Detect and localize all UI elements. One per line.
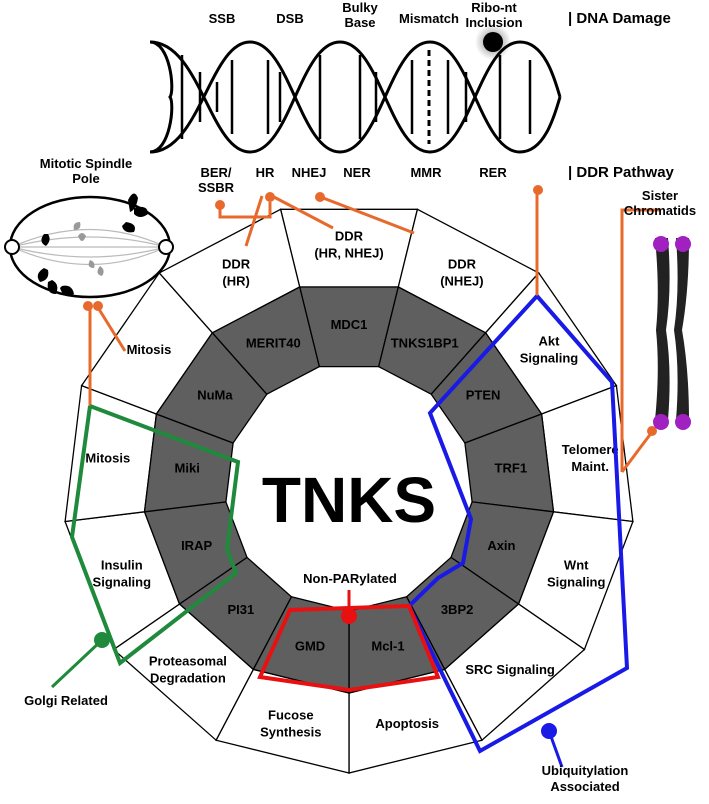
dna-rungs	[180, 55, 532, 139]
damage-label-ssb: SSB	[209, 11, 236, 26]
damage-label-dsb: DSB	[276, 11, 303, 26]
outer-ring-label-ddr-12: (HR)	[222, 273, 249, 288]
inner-ring-label-mcl-1: Mcl-1	[371, 638, 404, 653]
damage-label-bulky-2: Base	[344, 15, 375, 30]
outer-ring-label-akt-2: Akt	[539, 334, 561, 349]
pathway-label-mmr: MMR	[410, 165, 442, 180]
pathway-label-hr: HR	[256, 165, 275, 180]
inner-ring-label-pten: PTEN	[466, 387, 501, 402]
ddr-pathway-title: | DDR Pathway	[568, 164, 675, 181]
outer-ring-label-wnt-4: Wnt	[564, 558, 589, 573]
inner-ring-label-numa: NuMa	[197, 387, 233, 402]
outer-ring-label-ddr-1: (NHEJ)	[440, 273, 483, 288]
center-label: TNKS	[262, 464, 436, 536]
outer-ring-label-mitosis-11: Mitosis	[127, 342, 172, 357]
outer-ring-label-proteasomal-8: Proteasomal	[149, 653, 227, 668]
inner-ring-label-merit40: MERIT40	[246, 336, 301, 351]
inner-ring-label-mdc1: MDC1	[331, 317, 368, 332]
connector-dots	[83, 185, 657, 436]
dna-damage-title: | DNA Damage	[568, 10, 671, 27]
non-parylated-label: Non-PARylated	[303, 571, 397, 586]
outer-ring-label-ddr-0: DDR	[335, 229, 364, 244]
outer-ring-label-wnt-4: Signaling	[547, 575, 606, 590]
inner-ring-label-pi31: PI31	[228, 602, 255, 617]
outer-ring-label-fucose-7: Synthesis	[260, 724, 321, 739]
outer-ring-label-mitosis-10: Mitosis	[85, 451, 130, 466]
ubiquitylation-outline	[406, 294, 630, 754]
pathway-label-ber-2: SSBR	[198, 180, 235, 195]
outer-ring-label-ddr-0: (HR, NHEJ)	[314, 246, 383, 261]
outer-ring-label-akt-2: Signaling	[520, 351, 579, 366]
pathway-label-rer: RER	[479, 165, 507, 180]
inner-ring-label-irap: IRAP	[181, 538, 212, 553]
golgi-pointer	[50, 638, 104, 689]
outer-ring-label-insulin-9: Signaling	[93, 575, 152, 590]
sister-chromatids-illustration: Sister Chromatids	[624, 188, 696, 430]
inner-ring-label-3bp2: 3BP2	[441, 602, 474, 617]
non-parylated-dot	[341, 608, 357, 624]
outer-ring-label-apoptosis-6: Apoptosis	[375, 716, 439, 731]
ubiquitylation-dot	[541, 723, 557, 739]
ddr-connectors	[88, 192, 660, 473]
damage-label-bulky-1: Bulky	[342, 0, 378, 15]
golgi-outline	[69, 404, 241, 667]
ubiquitylation-label-1: Ubiquitylation	[542, 763, 629, 778]
outer-ring-label-telomere-3: Maint.	[571, 459, 609, 474]
mitotic-spindle-label-1: Mitotic Spindle	[40, 156, 132, 171]
pathway-label-ner: NER	[343, 165, 371, 180]
inner-ring-label-miki: Miki	[175, 460, 200, 475]
outer-ring: DDR(HR, NHEJ)DDR(NHEJ)AktSignalingTelome…	[64, 208, 634, 774]
outer-ring-label-ddr-12: DDR	[222, 256, 251, 271]
outer-ring-label-src-signaling-5: SRC Signaling	[465, 662, 555, 677]
non-parylated-outline	[257, 603, 441, 693]
outer-ring-label-telomere-3: Telomere	[562, 442, 619, 457]
mitotic-spindle-illustration: Mitotic Spindle Pole	[4, 156, 174, 299]
ribo-nt-dot	[483, 32, 503, 52]
golgi-related-label: Golgi Related	[24, 693, 108, 708]
ddr-pathway-labels: BER/ SSBR HR NHEJ NER MMR RER | DDR Path…	[198, 164, 675, 195]
dna-helix	[149, 40, 562, 154]
golgi-dot	[94, 632, 110, 648]
inner-ring-label-axin: Axin	[487, 538, 515, 553]
inner-ring-label-gmd: GMD	[295, 638, 325, 653]
outer-ring-label-proteasomal-8: Degradation	[150, 670, 226, 685]
ubiquitylation-label-2: Associated	[550, 779, 619, 794]
dna-damage-header: SSB DSB Bulky Base Mismatch Ribo-nt Incl…	[149, 0, 671, 154]
damage-label-mismatch: Mismatch	[399, 11, 459, 26]
pathway-label-ber-1: BER/	[200, 165, 231, 180]
inner-ring-segment	[211, 286, 321, 396]
sister-chromatids-label-1: Sister	[642, 188, 678, 203]
outer-ring-label-insulin-9: Insulin	[101, 558, 143, 573]
mitotic-spindle-label-2: Pole	[72, 171, 99, 186]
outer-ring-label-fucose-7: Fucose	[268, 707, 314, 722]
damage-label-ribo-2: Inclusion	[465, 15, 522, 30]
inner-ring-label-tnks1bp1: TNKS1BP1	[391, 336, 459, 351]
inner-ring-label-trf1: TRF1	[495, 460, 528, 475]
outer-ring-label-ddr-1: DDR	[448, 256, 477, 271]
pathway-label-nhej: NHEJ	[292, 165, 327, 180]
damage-label-ribo-1: Ribo-nt	[471, 0, 517, 15]
sister-chromatids-label-2: Chromatids	[624, 203, 696, 218]
